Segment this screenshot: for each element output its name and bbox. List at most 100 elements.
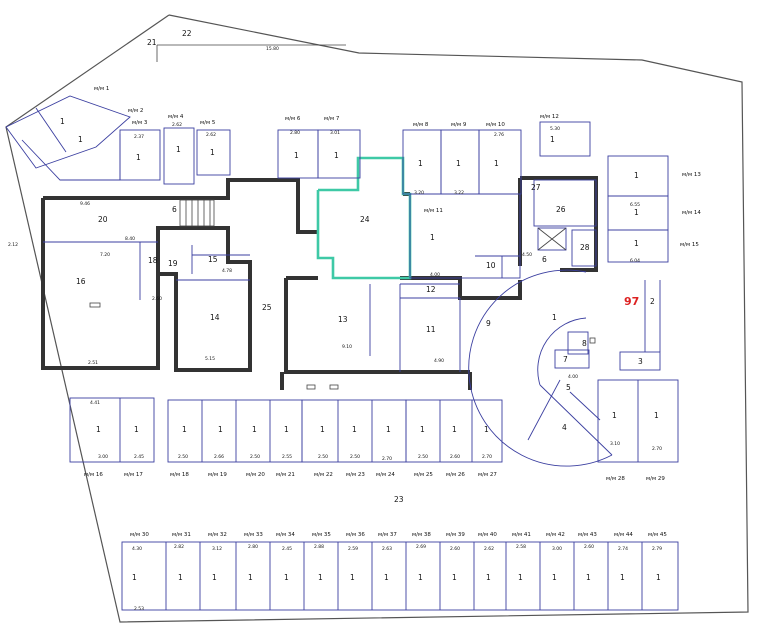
spot-label: м/м 39 bbox=[446, 532, 465, 538]
spot-label: м/м 12 bbox=[540, 114, 559, 120]
parking-labels: м/м 1 м/м 2 м/м 3 м/м 4 м/м 5 м/м 6 м/м … bbox=[84, 86, 701, 538]
spot-label: м/м 23 bbox=[346, 472, 365, 478]
svg-text:1: 1 bbox=[320, 425, 325, 434]
svg-text:1: 1 bbox=[284, 425, 289, 434]
spot-label: м/м 25 bbox=[414, 472, 433, 478]
dimension: 2.50 bbox=[350, 454, 360, 460]
dimension: 2.80 bbox=[248, 544, 258, 550]
svg-text:1: 1 bbox=[420, 425, 425, 434]
dimension: 2.12 bbox=[8, 242, 18, 248]
structural-walls bbox=[41, 176, 598, 390]
dimension: 4.41 bbox=[90, 400, 100, 406]
svg-text:1: 1 bbox=[132, 573, 137, 582]
spot-label: м/м 37 bbox=[378, 532, 397, 538]
dimension: 2.37 bbox=[134, 134, 144, 140]
dimension: 2.59 bbox=[348, 546, 358, 552]
dimension: 3.12 bbox=[212, 546, 222, 552]
svg-text:1: 1 bbox=[452, 573, 457, 582]
dimension: 6.04 bbox=[630, 258, 640, 264]
spot-label: м/м 33 bbox=[244, 532, 263, 538]
room-label: 23 bbox=[394, 495, 404, 504]
room-label: 1 bbox=[634, 171, 639, 180]
dimension: 2.70 bbox=[652, 446, 662, 452]
dimension: 6.55 bbox=[630, 202, 640, 208]
spot-label: м/м 2 bbox=[128, 108, 143, 114]
room-label: 1 bbox=[634, 239, 639, 248]
parking-numbers: 1 1 1 1 1 1 1 1 1 1 1 1 1 1 1 1 1 1 1 1 … bbox=[96, 411, 661, 582]
spot-label: м/м 14 bbox=[682, 210, 701, 216]
spot-label: м/м 26 bbox=[446, 472, 465, 478]
spot-label: м/м 13 bbox=[682, 172, 701, 178]
dimension: 5.30 bbox=[550, 126, 560, 132]
dimension: 7.20 bbox=[100, 252, 110, 258]
svg-text:1: 1 bbox=[418, 573, 423, 582]
room-label: 9 bbox=[486, 319, 491, 328]
svg-text:1: 1 bbox=[656, 573, 661, 582]
dimension: 2.70 bbox=[382, 456, 392, 462]
spot-label: м/м 35 bbox=[312, 532, 331, 538]
room-label: 7 bbox=[563, 355, 568, 364]
spot-label: м/м 16 bbox=[84, 472, 103, 478]
dimension: 2.69 bbox=[416, 544, 426, 550]
room-label: 12 bbox=[426, 285, 436, 294]
room-label: 13 bbox=[338, 315, 348, 324]
dimension: 4.00 bbox=[568, 374, 578, 380]
room-label: 5 bbox=[566, 383, 571, 392]
room-label: 19 bbox=[168, 259, 178, 268]
spot-label: м/м 36 bbox=[346, 532, 365, 538]
site-boundary bbox=[5, 14, 749, 623]
spot-label: м/м 27 bbox=[478, 472, 497, 478]
svg-text:1: 1 bbox=[384, 573, 389, 582]
dimension: 2.53 bbox=[134, 606, 144, 612]
spot-label: м/м 24 bbox=[376, 472, 395, 478]
room-label: 22 bbox=[182, 29, 192, 38]
svg-text:1: 1 bbox=[586, 573, 591, 582]
spot-label: м/м 41 bbox=[512, 532, 531, 538]
spot-label: м/м 3 bbox=[132, 120, 148, 126]
room-label: 15 bbox=[208, 255, 218, 264]
dimension: 2.76 bbox=[494, 132, 504, 138]
spot-label: м/м 5 bbox=[200, 120, 216, 126]
room-label: 24 bbox=[360, 215, 370, 224]
dimension: 3.10 bbox=[610, 441, 620, 447]
spot-label: м/м 31 bbox=[172, 532, 191, 538]
dimension: 3.00 bbox=[98, 454, 108, 460]
svg-text:1: 1 bbox=[318, 573, 323, 582]
spot-label: м/м 15 bbox=[680, 242, 699, 248]
dimension: 2.60 bbox=[152, 296, 162, 302]
dimension: 3.20 bbox=[414, 190, 424, 196]
spot-label: м/м 8 bbox=[413, 122, 429, 128]
dimension: 2.70 bbox=[482, 454, 492, 460]
svg-text:1: 1 bbox=[352, 425, 357, 434]
spot-label: м/м 11 bbox=[424, 208, 443, 214]
spot-label: м/м 32 bbox=[208, 532, 227, 538]
spot-label: м/м 17 bbox=[124, 472, 143, 478]
dimension: 2.51 bbox=[88, 360, 98, 366]
room-label: 11 bbox=[426, 325, 436, 334]
spot-label: м/м 28 bbox=[606, 476, 625, 482]
dimension: 2.62 bbox=[484, 546, 494, 552]
dimension: 2.62 bbox=[206, 132, 216, 138]
dimension: 2.88 bbox=[314, 544, 324, 550]
spot-label: м/м 19 bbox=[208, 472, 227, 478]
dimension: 2.50 bbox=[178, 454, 188, 460]
spot-label: м/м 7 bbox=[324, 116, 340, 122]
room-label: 26 bbox=[556, 205, 566, 214]
room-label: 18 bbox=[148, 256, 158, 265]
room-label: 1 bbox=[550, 135, 555, 144]
dimension: 2.45 bbox=[282, 546, 292, 552]
dimension: 5.15 bbox=[205, 356, 215, 362]
spot-label: м/м 40 bbox=[478, 532, 497, 538]
dimension: 8.40 bbox=[125, 236, 135, 242]
room-label: 8 bbox=[582, 339, 587, 348]
spot-label: м/м 43 bbox=[578, 532, 597, 538]
room-label: 14 bbox=[210, 313, 220, 322]
svg-text:1: 1 bbox=[218, 425, 223, 434]
dimension: 4.50 bbox=[522, 252, 532, 258]
room-label: 1 bbox=[176, 145, 181, 154]
svg-text:1: 1 bbox=[96, 425, 101, 434]
dimension: 4.78 bbox=[222, 268, 232, 274]
svg-text:1: 1 bbox=[612, 411, 617, 420]
room-label: 1 bbox=[552, 313, 557, 322]
